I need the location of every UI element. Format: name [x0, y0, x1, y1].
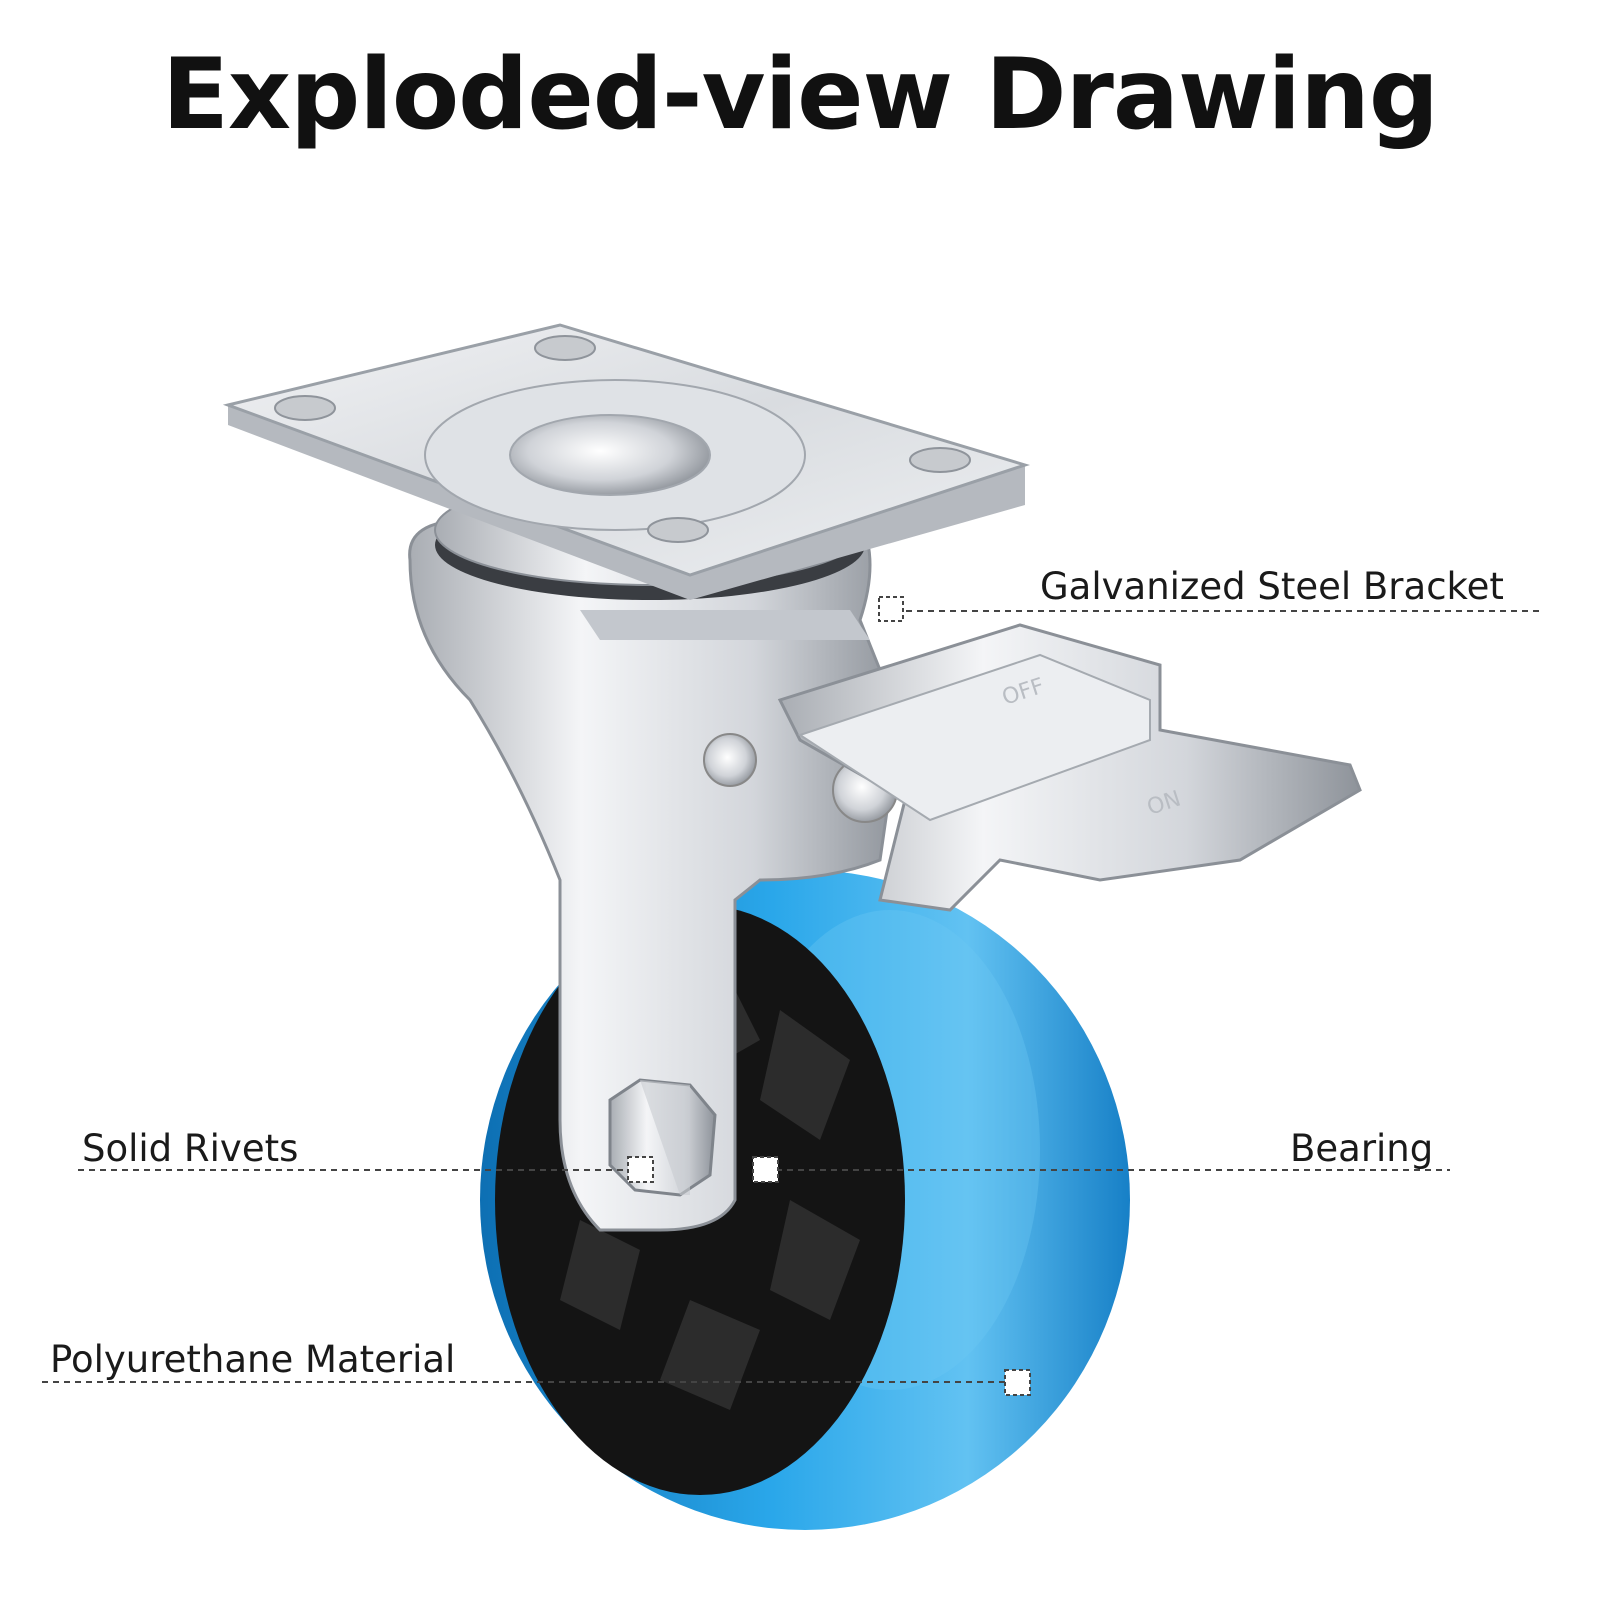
- callout-label-bearing: Bearing: [1290, 1127, 1434, 1170]
- axle-nut: [608, 1078, 717, 1197]
- callout-label-wheel: Polyurethane Material: [50, 1338, 456, 1381]
- page-title: Exploded-view Drawing: [161, 38, 1439, 152]
- brake-pedal: OFF ON: [777, 623, 1362, 912]
- marker-wheel: [1004, 1369, 1031, 1396]
- top-plate: [222, 323, 1030, 600]
- mounting-holes: [274, 335, 971, 543]
- rivet: [703, 733, 757, 787]
- marker-rivets: [627, 1156, 654, 1183]
- leader-lines: [42, 610, 1540, 1383]
- callout-label-rivets: Solid Rivets: [82, 1127, 299, 1170]
- marker-bracket: [878, 596, 904, 622]
- callout-label-bracket: Galvanized Steel Bracket: [1040, 565, 1504, 608]
- callout-markers: [627, 596, 1031, 1396]
- marker-bearing: [752, 1156, 779, 1183]
